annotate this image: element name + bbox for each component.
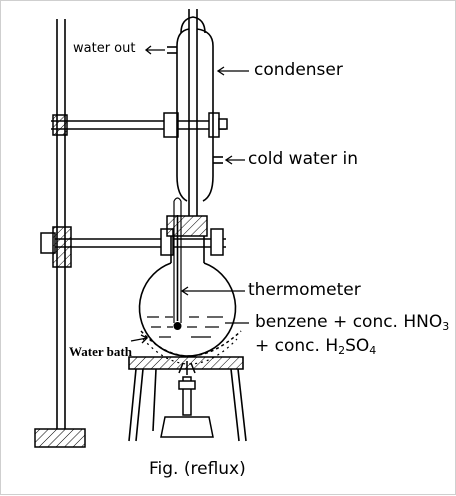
mixture-label-line2: + conc. H2SO4: [255, 336, 377, 357]
cold-water-in-label: cold water in: [248, 149, 359, 169]
water-bath: [140, 330, 242, 357]
mixture-line2-subscript: 2: [338, 344, 346, 357]
water-out-label: water out: [73, 41, 136, 56]
figure-caption: Fig. (reflux): [149, 459, 246, 479]
mixture-line2-tail: SO: [345, 336, 370, 356]
tripod-stand: [128, 356, 247, 442]
thermometer: [173, 197, 182, 330]
mixture-line1-subscript: 3: [442, 320, 450, 333]
stand-base: [34, 428, 86, 448]
label-leaders: [130, 45, 249, 344]
thermometer-label: thermometer: [248, 280, 361, 300]
mixture-line1-text: benzene + conc. HNO: [255, 312, 443, 332]
condenser-label: condenser: [254, 60, 343, 80]
mixture-line2-subscript2: 4: [369, 344, 377, 357]
upper-clamp: [51, 112, 228, 138]
water-bath-label: Water bath: [69, 344, 132, 359]
reaction-mixture: [147, 316, 223, 338]
stopper: [166, 215, 208, 237]
bunsen-burner: [160, 361, 214, 438]
retort-stand: [56, 19, 66, 429]
mixture-line2-text: + conc. H: [255, 336, 339, 356]
mixture-label-line1: benzene + conc. HNO3: [255, 312, 450, 333]
lower-clamp: [40, 226, 226, 268]
condenser: [167, 9, 223, 216]
